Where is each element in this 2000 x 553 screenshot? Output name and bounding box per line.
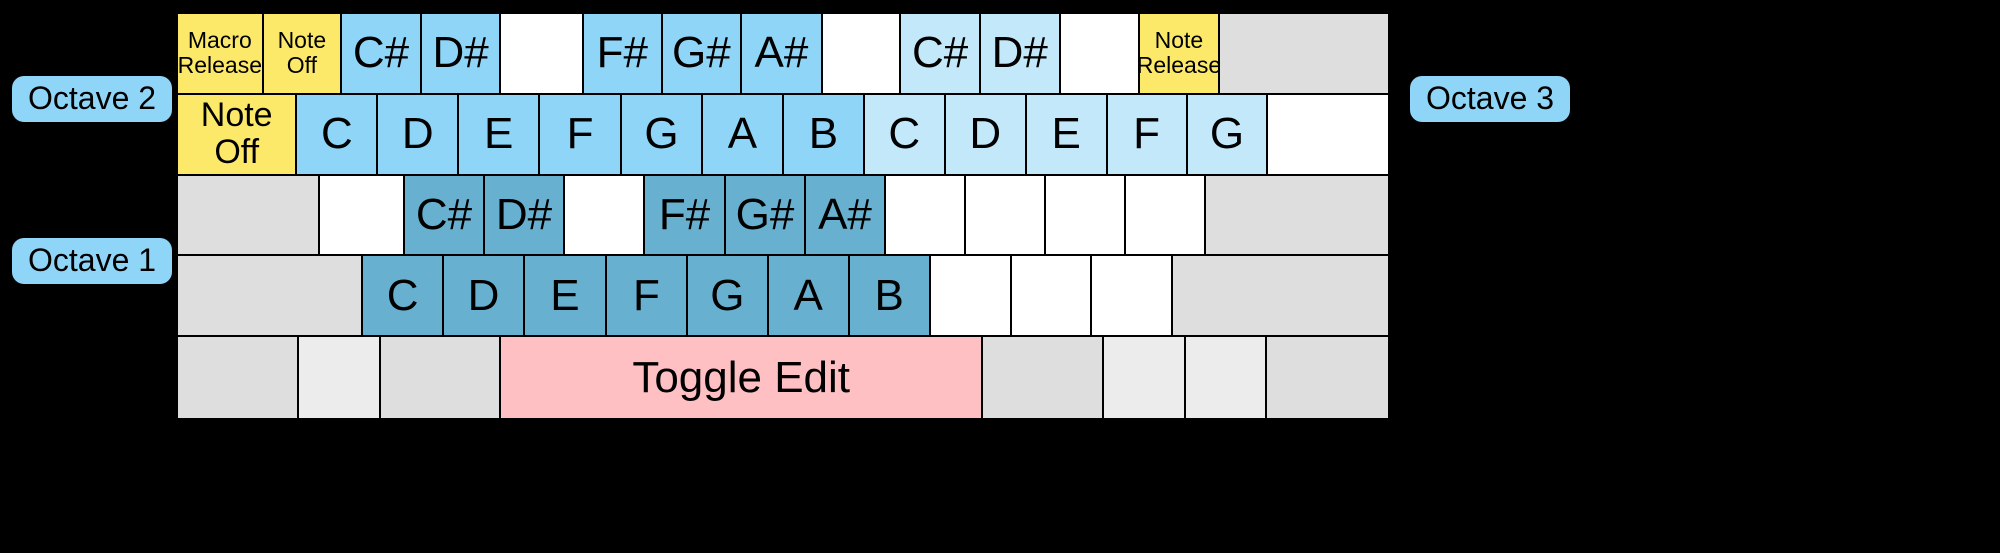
key-blank-4-2 (380, 337, 502, 418)
key-blank-2-8 (886, 175, 966, 257)
octave-1-label: Octave 1 (12, 238, 173, 284)
key-f[interactable]: F (1107, 94, 1188, 176)
key-g[interactable]: G (1187, 94, 1269, 176)
key-f[interactable]: F (606, 256, 688, 338)
key-c-sharp[interactable]: C# (405, 175, 485, 257)
key-blank-2-10 (1046, 175, 1126, 257)
key-c-sharp[interactable]: C# (342, 14, 422, 95)
key-f-sharp[interactable]: F# (645, 175, 726, 257)
key-g[interactable]: G (687, 256, 769, 338)
key-blank-3-9 (1011, 256, 1093, 338)
key-blank-3-10 (1092, 256, 1174, 338)
key-blank-2-0 (178, 175, 320, 257)
key-blank-0-8 (822, 14, 902, 95)
key-d-sharp[interactable]: D# (485, 175, 565, 257)
key-blank-4-6 (1185, 337, 1267, 418)
key-e[interactable]: E (459, 94, 541, 176)
key-d[interactable]: D (444, 256, 525, 338)
key-c[interactable]: C (363, 256, 445, 338)
key-blank-2-12 (1206, 175, 1388, 257)
key-g[interactable]: G (622, 94, 703, 176)
key-blank-0-13 (1219, 14, 1388, 95)
key-g-sharp[interactable]: G# (662, 14, 743, 95)
key-blank-2-4 (565, 175, 645, 257)
key-a[interactable]: A (768, 256, 850, 338)
key-b[interactable]: B (849, 256, 931, 338)
key-c-sharp[interactable]: C# (901, 14, 981, 95)
key-blank-4-7 (1266, 337, 1388, 418)
key-blank-4-1 (299, 337, 381, 418)
key-blank-3-8 (930, 256, 1012, 338)
key-d[interactable]: D (378, 94, 460, 176)
key-blank-0-4 (501, 14, 584, 95)
key-b[interactable]: B (783, 94, 865, 176)
row-a-keys: C#D# F#G#A# (178, 175, 1388, 257)
key-g-sharp[interactable]: G# (726, 175, 806, 257)
key-d-sharp[interactable]: D# (421, 14, 502, 95)
key-a[interactable]: A (703, 94, 784, 176)
key-e[interactable]: E (1026, 94, 1108, 176)
key-blank-2-1 (320, 175, 405, 257)
key-blank-3-11 (1173, 256, 1388, 338)
key-blank-2-9 (966, 175, 1046, 257)
key-toggle-edit[interactable]: Toggle Edit (501, 337, 983, 418)
key-f[interactable]: F (540, 94, 623, 176)
key-d[interactable]: D (945, 94, 1027, 176)
key-blank-3-0 (178, 256, 364, 338)
key-f-sharp[interactable]: F# (583, 14, 663, 95)
key-blank-4-5 (1104, 337, 1186, 418)
key-c[interactable]: C (864, 94, 946, 176)
key-blank-4-4 (982, 337, 1105, 418)
key-a-sharp[interactable]: A# (742, 14, 823, 95)
octave-3-label: Octave 3 (1410, 76, 1571, 122)
key-blank-2-11 (1126, 175, 1206, 257)
key-blank-4-0 (178, 337, 300, 418)
key-blank-1-13 (1268, 94, 1388, 176)
octave-2-label: Octave 2 (12, 76, 173, 122)
key-e[interactable]: E (524, 256, 607, 338)
key-c[interactable]: C (297, 94, 379, 176)
row-space-modifiers: Toggle Edit (178, 337, 1388, 418)
key-d-sharp[interactable]: D# (980, 14, 1061, 95)
key-a-sharp[interactable]: A# (806, 175, 886, 257)
key-blank-0-11 (1060, 14, 1141, 95)
